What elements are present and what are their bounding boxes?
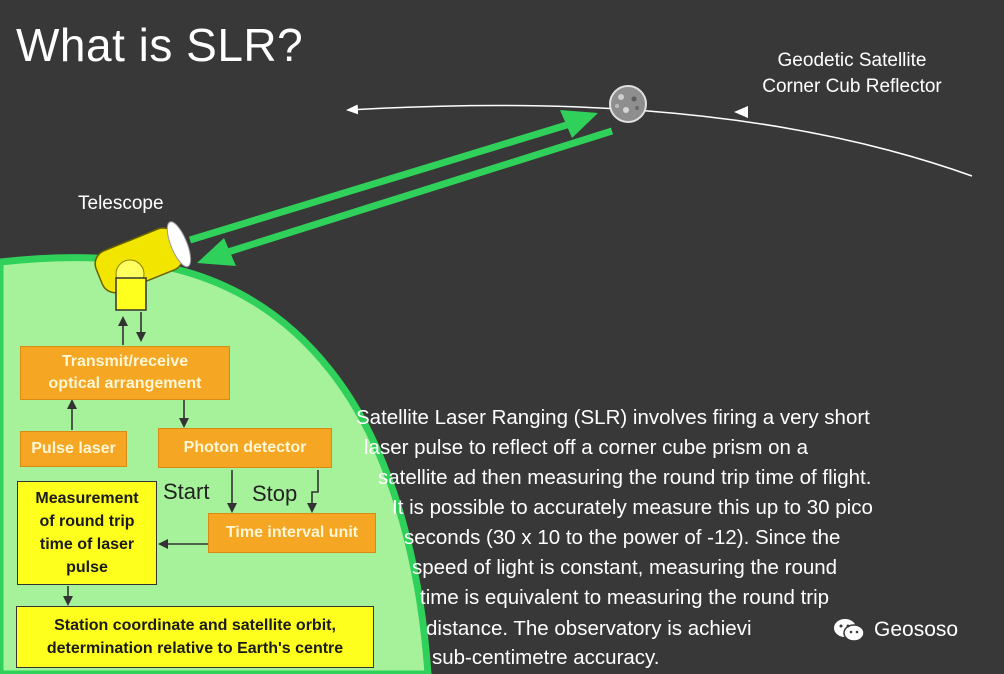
satellite-label-line: Corner Cub Reflector: [762, 76, 942, 97]
satellite-icon: [609, 85, 647, 123]
orbit-arrow-mid: [734, 106, 748, 118]
stop-label: Stop: [252, 481, 298, 506]
telescope-icon: [94, 221, 192, 311]
description-line: It is possible to accurately measure thi…: [392, 496, 873, 519]
start-label: Start: [163, 479, 210, 504]
page-title: What is SLR?: [16, 19, 304, 71]
box-line: Transmit/receive: [61, 353, 189, 370]
outgoing-beam: [188, 120, 572, 244]
wechat-icon: [834, 619, 865, 642]
description-line: satellite ad then measuring the round tr…: [378, 466, 872, 489]
box-line: Station coordinate and satellite orbit,: [54, 617, 336, 634]
description-line: Satellite Laser Ranging (SLR) involves f…: [356, 406, 870, 429]
box-line: of round trip: [39, 513, 135, 530]
return-beam: [226, 127, 614, 256]
description-line: laser pulse to reflect off a corner cube…: [364, 436, 809, 459]
satellite-label: Geodetic Satellite Corner Cub Reflector: [722, 48, 982, 100]
pulse-laser-box: Pulse laser: [20, 431, 127, 467]
description-line: seconds (30 x 10 to the power of -12). S…: [404, 526, 841, 549]
box-line: determination relative to Earth's centre: [46, 640, 344, 657]
transmit-receive-box: Transmit/receive optical arrangement: [20, 346, 230, 400]
watermark: Geososo: [832, 617, 958, 643]
description-line: time is equivalent to measuring the roun…: [420, 586, 830, 609]
telescope-label: Telescope: [78, 193, 164, 214]
box-line: pulse: [66, 559, 108, 576]
box-line: optical arrangement: [48, 375, 202, 392]
time-interval-unit-box: Time interval unit: [208, 513, 376, 553]
outgoing-beam-arrowhead: [560, 110, 598, 138]
watermark-text: Geososo: [874, 618, 959, 641]
description-line: distance. The observatory is achievi: [426, 617, 752, 640]
description-line: speed of light is constant, measuring th…: [412, 556, 838, 579]
satellite-label-line: Geodetic Satellite: [777, 50, 927, 71]
box-line: Measurement: [35, 490, 139, 507]
photon-detector-box: Photon detector: [158, 428, 332, 468]
box-line: time of laser: [39, 536, 135, 553]
measurement-box: Measurement of round trip time of laser …: [17, 481, 157, 585]
station-coordinate-box: Station coordinate and satellite orbit, …: [16, 606, 374, 668]
arrow-stop: [307, 470, 319, 513]
return-beam-arrowhead: [197, 238, 236, 266]
description-line: sub-centimetre accuracy.: [432, 646, 660, 669]
